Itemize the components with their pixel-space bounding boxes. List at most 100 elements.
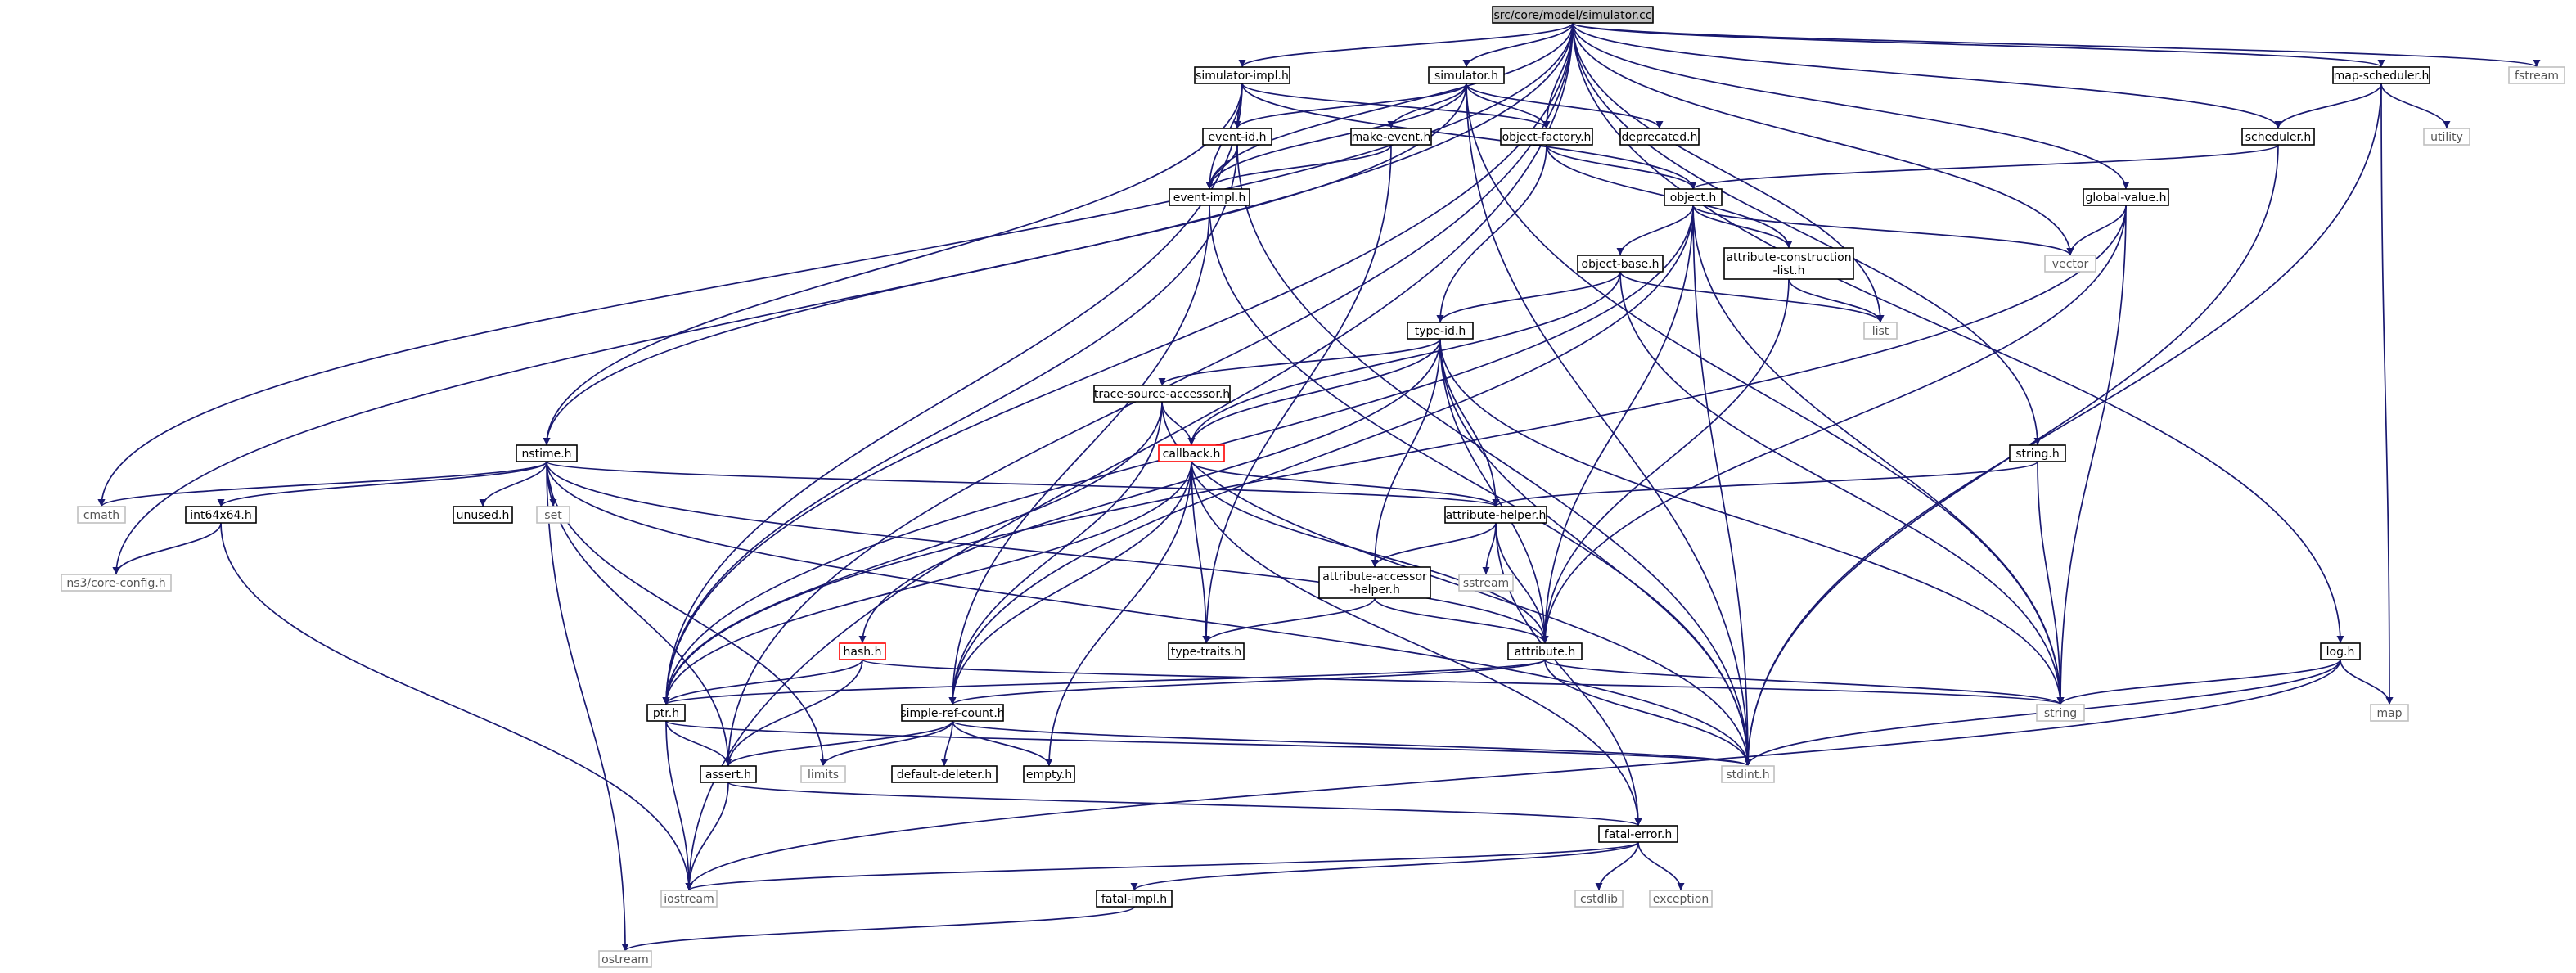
node-assert-h[interactable]: assert.h	[700, 765, 757, 783]
node-empty-h[interactable]: empty.h	[1023, 765, 1075, 783]
edge-map-scheduler-h-to-scheduler-h	[2274, 83, 2382, 129]
node-log-h[interactable]: log.h	[2320, 642, 2361, 660]
edge-simulator-h-to-event-impl-h	[1205, 83, 1467, 190]
node-label: vector	[2052, 258, 2089, 271]
edge-fatal-error-h-to-cstdlib	[1595, 841, 1639, 891]
node-box	[1350, 128, 1432, 146]
edge-attribute-h-to-stdint-h	[1544, 659, 1752, 767]
node-box	[800, 765, 846, 783]
edge-simulator-impl-h-to-object-factory-h	[1241, 83, 1551, 129]
node-type-id-h[interactable]: type-id.h	[1407, 322, 1474, 340]
node-int64x64-h[interactable]: int64x64.h	[185, 506, 257, 524]
edge-type-id-h-to-callback-h	[1187, 338, 1441, 446]
node-simple-ref-count-h[interactable]: simple-ref-count.h	[900, 704, 1005, 722]
edge-root-to-fstream	[1572, 22, 2541, 68]
node-default-deleter-h[interactable]: default-deleter.h	[891, 765, 998, 783]
node-box	[1863, 322, 1898, 340]
node-label: cstdlib	[1580, 893, 1618, 906]
node-string-h[interactable]: string.h	[2009, 444, 2066, 462]
edge-assert-h-to-fatal-error-h	[727, 782, 1642, 827]
node-attribute-accessor-helper-h[interactable]: attribute-accessor-helper.h	[1318, 566, 1431, 599]
node-type-traits-h[interactable]: type-traits.h	[1168, 642, 1245, 660]
node-label: scheduler.h	[2245, 131, 2312, 144]
edge-simple-ref-count-h-to-empty-h	[952, 720, 1053, 767]
node-root[interactable]: src/core/model/simulator.cc	[1492, 6, 1654, 24]
node-attribute-construction-list-h[interactable]: attribute-construction-list.h	[1723, 247, 1854, 280]
node-callback-h[interactable]: callback.h	[1158, 444, 1225, 462]
node-box	[536, 506, 570, 524]
node-ptr-h[interactable]: ptr.h	[646, 704, 686, 722]
edge-hash-h-to-string	[862, 659, 2064, 705]
node-hash-h[interactable]: hash.h	[839, 642, 886, 660]
edge-object-h-to-attribute-construction-list-h	[1692, 205, 1793, 249]
node-make-event-h[interactable]: make-event.h	[1350, 128, 1432, 146]
edge-object-h-to-string	[1692, 205, 2065, 705]
node-label: simulator-impl.h	[1196, 70, 1289, 83]
node-box	[2332, 66, 2430, 84]
node-object-factory-h[interactable]: object-factory.h	[1500, 128, 1593, 146]
node-label: unused.h	[457, 509, 510, 522]
node-global-value-h[interactable]: global-value.h	[2083, 188, 2169, 206]
node-label: assert.h	[705, 768, 751, 782]
edge-trace-source-accessor-h-to-stdint-h	[1161, 401, 1752, 767]
edge-type-id-h-to-trace-source-accessor-h	[1158, 338, 1441, 386]
edge-object-base-h-to-callback-h	[1187, 271, 1621, 446]
edge-root-to-map-scheduler-h	[1572, 22, 2385, 68]
node-fatal-impl-h[interactable]: fatal-impl.h	[1096, 890, 1173, 908]
node-scheduler-h[interactable]: scheduler.h	[2241, 128, 2315, 146]
edge-attribute-helper-h-to-attribute-h	[1495, 522, 1549, 644]
edge-global-value-h-to-ptr-h	[662, 205, 2127, 705]
node-attribute-h[interactable]: attribute.h	[1507, 642, 1583, 660]
node-trace-source-accessor-h[interactable]: trace-source-accessor.h	[1093, 385, 1231, 403]
node-label: nstime.h	[521, 448, 571, 461]
edge-event-id-h-to-stdint-h	[1236, 144, 1752, 767]
node-nstime-h[interactable]: nstime.h	[516, 444, 578, 462]
node-object-h[interactable]: object.h	[1664, 188, 1723, 206]
edge-attribute-h-to-ptr-h	[662, 659, 1546, 705]
node-unused-h[interactable]: unused.h	[453, 506, 513, 524]
edge-map-scheduler-h-to-stdint-h	[1744, 83, 2382, 767]
edge-object-base-h-to-list	[1619, 271, 1885, 323]
edge-attribute-accessor-helper-h-to-attribute-h	[1374, 597, 1549, 644]
edge-simulator-h-to-deprecated-h	[1466, 83, 1664, 129]
edge-log-h-to-string	[2056, 659, 2341, 705]
edge-simulator-h-to-string	[1466, 83, 2065, 705]
node-event-id-h[interactable]: event-id.h	[1202, 128, 1272, 146]
node-attribute-helper-h[interactable]: attribute-helper.h	[1444, 506, 1547, 524]
node-label: attribute-helper.h	[1446, 509, 1547, 522]
node-label: set	[544, 509, 562, 522]
edge-fatal-impl-h-to-ostream	[621, 906, 1135, 952]
edge-attribute-h-to-string	[1544, 659, 2065, 705]
edge-hash-h-to-assert-h	[724, 659, 863, 767]
node-label: ns3/core-config.h	[66, 577, 165, 590]
edge-map-scheduler-h-to-map	[2380, 83, 2394, 705]
node-box	[1492, 6, 1654, 24]
edge-attribute-h-to-simple-ref-count-h	[948, 659, 1546, 705]
edge-nstime-h-to-unused-h	[479, 461, 547, 507]
node-box	[1023, 765, 1075, 783]
edge-global-value-h-to-attribute-h	[1541, 205, 2127, 644]
edge-simple-ref-count-h-to-default-deleter-h	[940, 720, 953, 767]
edge-root-to-vector	[1572, 22, 2074, 256]
node-box	[660, 890, 718, 908]
node-box	[2009, 444, 2066, 462]
edge-root-to-scheduler-h	[1572, 22, 2282, 129]
node-simulator-h[interactable]: simulator.h	[1428, 66, 1505, 84]
node-event-impl-h[interactable]: event-impl.h	[1169, 188, 1250, 206]
node-label: cmath	[83, 509, 119, 522]
edge-log-h-to-iostream	[685, 659, 2341, 891]
edge-object-base-h-to-string	[1619, 271, 2065, 705]
edge-nstime-h-to-attribute-helper-h	[546, 461, 1500, 507]
edge-log-h-to-map	[2340, 659, 2394, 705]
node-fatal-error-h[interactable]: fatal-error.h	[1598, 825, 1678, 843]
node-box	[516, 444, 578, 462]
node-deprecated-h[interactable]: deprecated.h	[1619, 128, 1700, 146]
edge-scheduler-h-to-object-h	[1689, 144, 2279, 190]
node-box	[1649, 890, 1713, 908]
edge-callback-h-to-simple-ref-count-h	[948, 461, 1192, 705]
node-simulator-impl-h[interactable]: simulator-impl.h	[1194, 66, 1290, 84]
node-map-scheduler-h[interactable]: map-scheduler.h	[2332, 66, 2430, 84]
node-label: iostream	[664, 893, 714, 906]
node-label: utility	[2430, 131, 2463, 144]
node-object-base-h[interactable]: object-base.h	[1577, 255, 1664, 273]
